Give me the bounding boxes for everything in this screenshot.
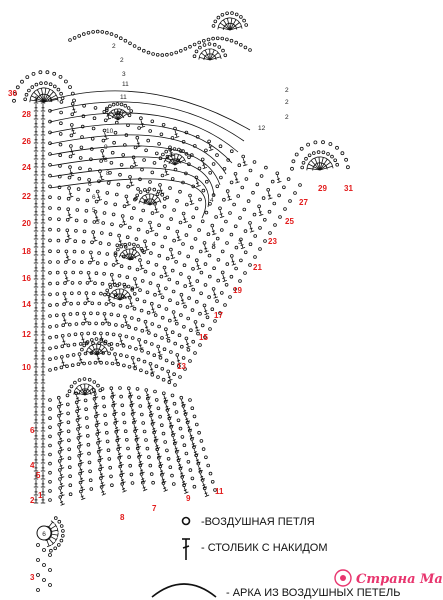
double-crochet-symbol	[182, 538, 190, 560]
inner-count-label: 2	[285, 87, 289, 94]
inner-count-label: 11	[120, 94, 127, 101]
inner-count-label: 4	[212, 241, 216, 248]
row-number-22: 22	[22, 192, 31, 201]
row-number-4: 4	[30, 461, 35, 470]
inner-count-label: 11	[122, 81, 129, 88]
row-number-27: 27	[299, 198, 308, 207]
inner-count-label: 2	[285, 114, 289, 121]
start-ring	[36, 525, 52, 541]
inner-count-label: 8	[104, 157, 108, 164]
row-number-8: 8	[120, 513, 125, 522]
row-number-23: 23	[268, 237, 277, 246]
row-number-13: 13	[177, 362, 186, 371]
start-ring-label: 6	[42, 531, 46, 538]
inner-count-label: 8	[106, 170, 110, 177]
inner-count-label: 6	[88, 181, 92, 188]
legend-arch-label: - АРКА ИЗ ВОЗДУШНЫХ ПЕТЕЛЬ	[226, 587, 400, 599]
site-watermark: Страна Мам	[334, 569, 443, 587]
row-number-14: 14	[22, 300, 31, 309]
row-number-29: 29	[318, 184, 327, 193]
chain-stitch-symbol	[181, 516, 191, 526]
inner-count-label: 2	[120, 57, 124, 64]
row-number-17: 17	[214, 311, 223, 320]
row-number-18: 18	[22, 247, 31, 256]
inner-count-label: 4	[210, 197, 214, 204]
row-number-10: 10	[22, 363, 31, 372]
chain-arch-symbol	[151, 583, 217, 598]
row-number-16: 16	[22, 274, 31, 283]
row-number-31: 31	[344, 184, 353, 193]
row-number-26: 26	[22, 137, 31, 146]
row-number-5: 5	[36, 471, 41, 480]
inner-count-label: 2	[112, 43, 116, 50]
watermark-text: Страна Мам	[356, 572, 443, 587]
row-number-7: 7	[152, 504, 157, 513]
row-number-30: 30	[8, 89, 17, 98]
inner-count-label: 10	[116, 110, 124, 117]
inner-count-label: 7	[108, 180, 112, 187]
row-number-9: 9	[186, 494, 191, 503]
chart-stitch-artwork	[12, 11, 350, 592]
row-number-20: 20	[22, 219, 31, 228]
row-number-labels: 1234567891011121314151617181920212223242…	[8, 89, 353, 582]
row-number-15: 15	[199, 333, 208, 342]
inner-count-label: 5	[96, 219, 100, 226]
inner-count-label: 3	[122, 71, 126, 78]
row-number-12: 12	[22, 330, 31, 339]
legend: -ВОЗДУШНАЯ ПЕТЛЯ - СТОЛБИК С НАКИДОМ - А…	[151, 516, 400, 599]
legend-chain-label: -ВОЗДУШНАЯ ПЕТЛЯ	[201, 516, 315, 528]
row-number-24: 24	[22, 163, 31, 172]
inner-count-label: 5	[92, 207, 96, 214]
inner-count-label: 2	[285, 99, 289, 106]
row-number-1: 1	[38, 491, 43, 500]
row-number-11: 11	[215, 487, 224, 496]
row-number-6: 6	[30, 426, 35, 435]
inner-count-label: 12	[258, 125, 266, 132]
inner-count-label: 9	[104, 144, 108, 151]
row-number-25: 25	[285, 217, 294, 226]
inner-count-label: 10	[106, 128, 114, 135]
row-number-3: 3	[30, 573, 35, 582]
row-number-2: 2	[30, 496, 35, 505]
legend-dc-label: - СТОЛБИК С НАКИДОМ	[201, 542, 328, 554]
row-number-19: 19	[233, 286, 242, 295]
inner-count-label: 3	[238, 239, 242, 246]
inner-count-label: 6	[92, 194, 96, 201]
row-number-21: 21	[253, 263, 262, 272]
row-number-28: 28	[22, 110, 31, 119]
